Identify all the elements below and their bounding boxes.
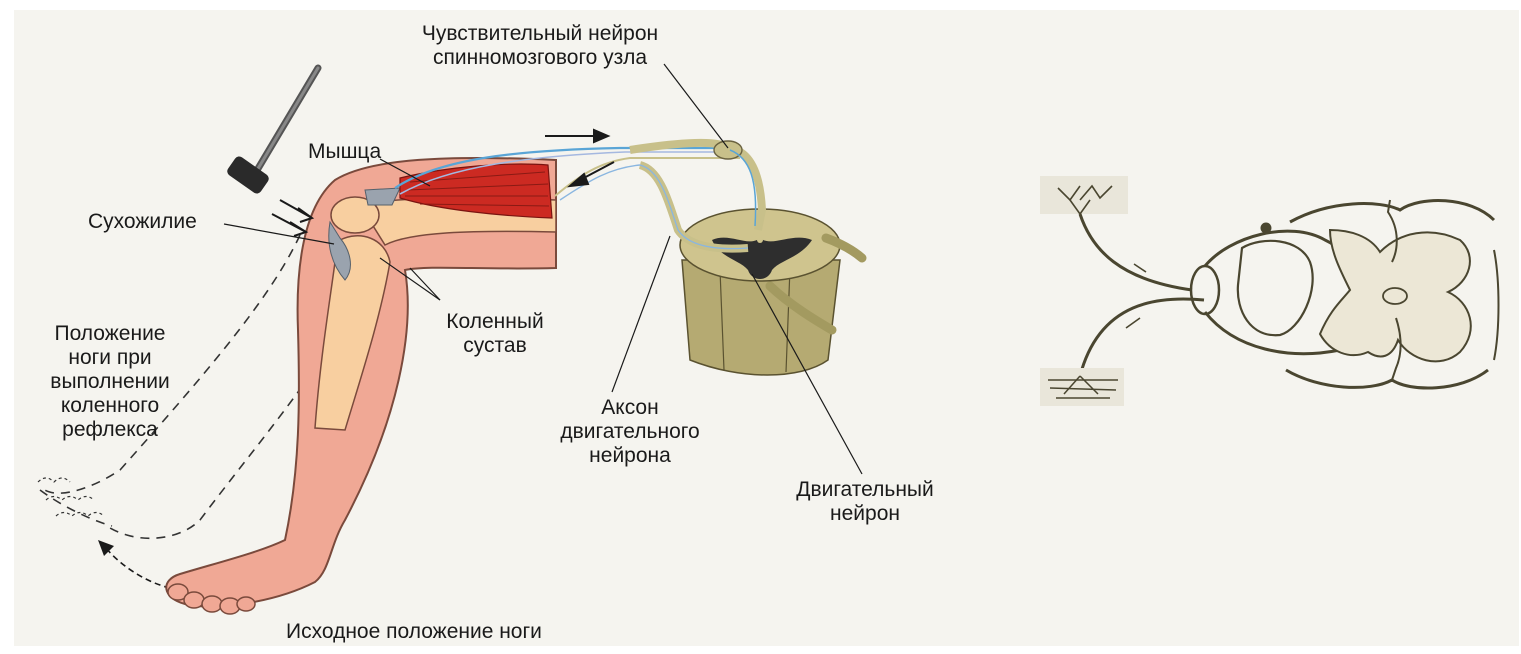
tendon-label: Сухожилие [88, 210, 197, 234]
knee-joint-label: Коленный сустав [420, 310, 570, 358]
motor-neuron-label: Двигательный нейрон [760, 478, 970, 526]
muscle-label: Мышца [308, 140, 381, 164]
reflex-position-label: Положение ноги при выполнении коленного … [20, 322, 200, 442]
spinal-cord-segment [680, 209, 840, 375]
initial-position-label: Исходное положение ноги [286, 620, 542, 644]
motor-axon-label: Аксон двигательного нейрона [525, 396, 735, 468]
sensory-neuron-label: Чувствительный нейрон спинномозгового уз… [360, 22, 720, 70]
